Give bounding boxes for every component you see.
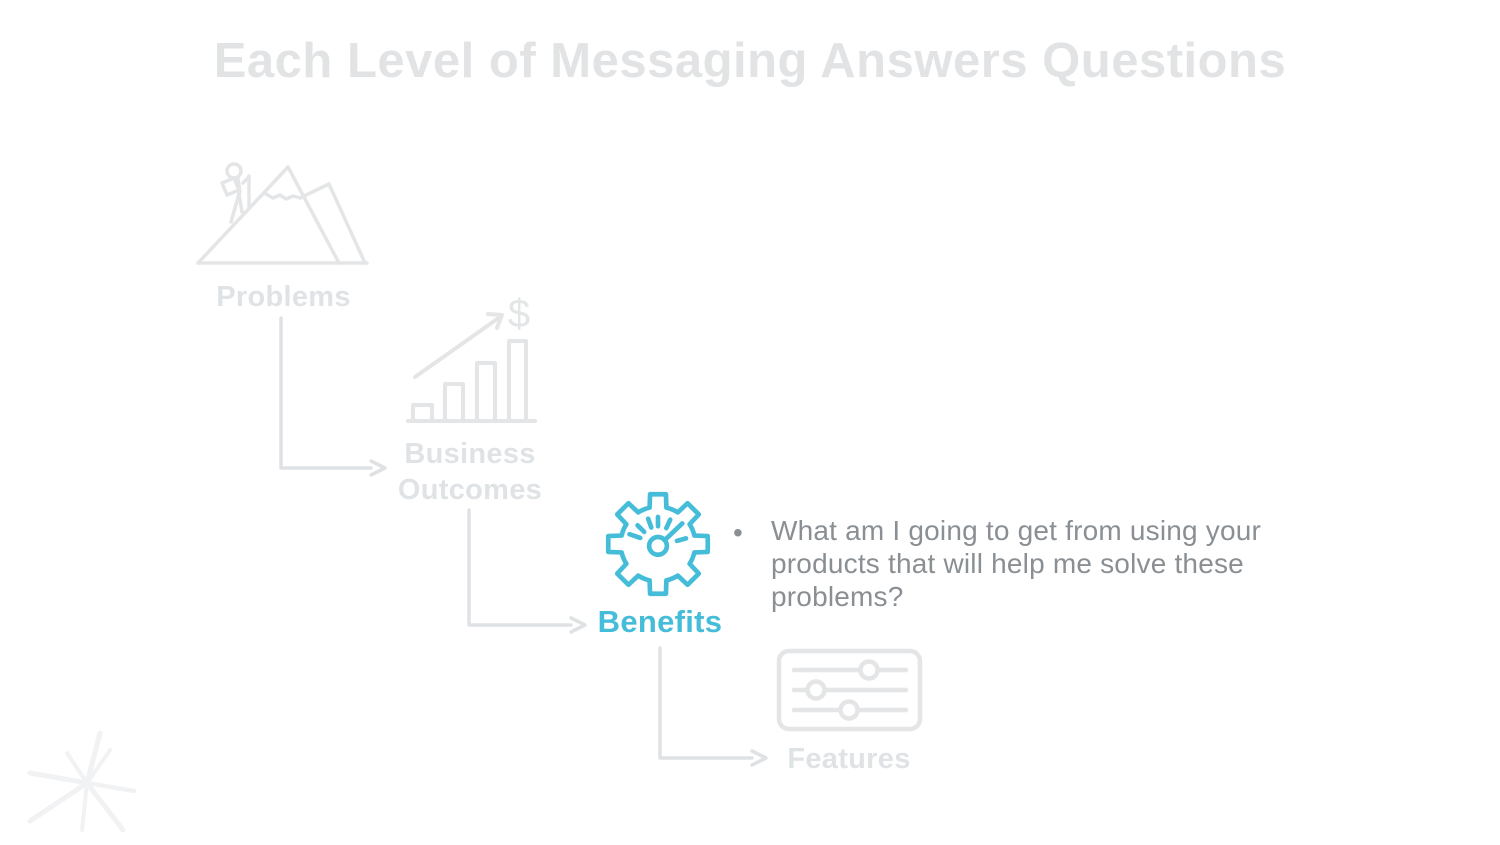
step-label-benefits: Benefits — [597, 604, 723, 639]
step-label-problems: Problems — [216, 281, 351, 313]
connector-arrow-problems-to-business-outcomes — [279, 316, 387, 477]
connector-arrow-business-outcomes-to-benefits — [467, 508, 587, 634]
gear-gauge-icon — [605, 491, 711, 597]
slide-title: Each Level of Messaging Answers Question… — [213, 34, 1287, 88]
starburst-decoration-icon — [27, 730, 137, 833]
step-label-features: Features — [787, 743, 911, 775]
benefits-question-text: What am I going to get from using your p… — [771, 515, 1262, 612]
step-label-business-outcomes: Business Outcomes — [397, 438, 543, 506]
bullet-marker: • — [733, 517, 743, 548]
sliders-icon — [776, 648, 923, 732]
svg-text:$: $ — [508, 292, 530, 336]
mountain-climber-icon — [196, 162, 369, 265]
growth-bar-chart-dollar-icon: $ — [406, 292, 537, 423]
connector-arrow-benefits-to-features — [658, 646, 768, 767]
